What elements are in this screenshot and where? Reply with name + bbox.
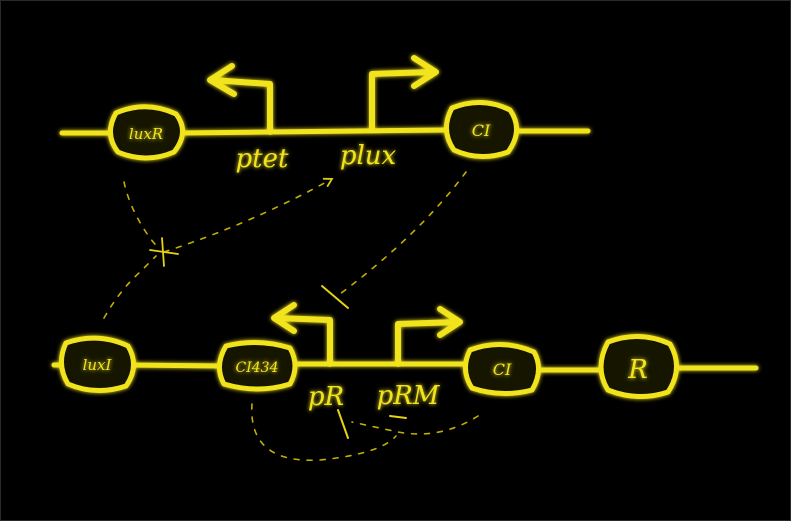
top-dna-backbone (59, 127, 591, 136)
luxI-gene (59, 335, 136, 393)
plux-label: plux (340, 141, 397, 171)
ci434-gene (217, 339, 298, 392)
ci-top-label: CI (472, 121, 491, 140)
reporter-label: R (627, 355, 648, 385)
pR-label: pR (308, 382, 344, 412)
ci434-label: CI434 (236, 360, 279, 376)
reporter-gene (598, 333, 679, 399)
repression-bar-pR (337, 409, 349, 439)
luxR-gene (108, 104, 185, 161)
luxI-label: luxI (83, 356, 113, 374)
ci-top-repression-line (339, 171, 467, 295)
pRM-promoter-arrow (395, 306, 463, 367)
ci434-repression-line (251, 403, 397, 461)
luxR-label: luxR (129, 125, 163, 143)
ci-gene-bottom (463, 341, 541, 396)
plux-promoter-arrow (369, 55, 439, 133)
repression-bar-pRM (389, 415, 407, 419)
ptet-label: ptet (236, 144, 289, 174)
bottom-dna-backbone (51, 361, 759, 373)
repression-bar-top-ci (321, 285, 349, 309)
ci-bottom-repression-line (351, 415, 479, 435)
pRM-label: pRM (377, 381, 441, 411)
pR-promoter-arrow (271, 302, 333, 367)
luxR-ahl-complex-mark (149, 237, 179, 267)
ci-bottom-label: CI (493, 360, 512, 379)
ci-gene-top (444, 100, 519, 159)
complex-to-plux-activation-line (163, 177, 334, 253)
ptet-promoter-arrow (207, 63, 273, 135)
